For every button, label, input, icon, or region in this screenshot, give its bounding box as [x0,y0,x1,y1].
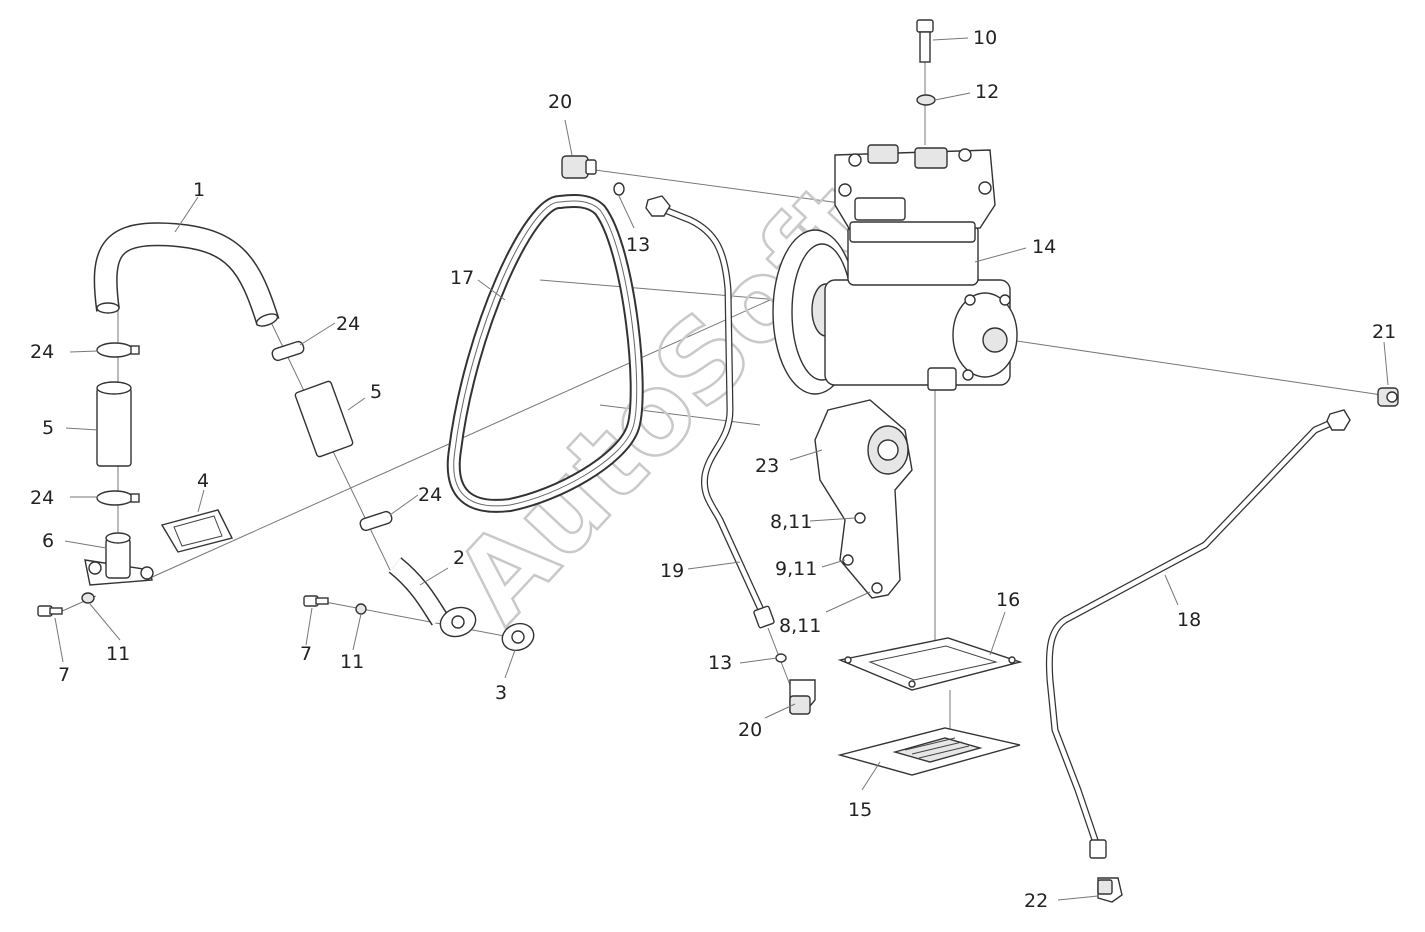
callout-22: 22 [1024,890,1048,912]
callout-5-left: 5 [42,417,54,439]
washer-12 [916,94,936,106]
washer-11-mid [355,603,367,615]
washer-11-left [81,592,95,604]
bolt-7-left [37,605,63,617]
pipe-18 [1045,409,1351,859]
callout-2: 2 [453,547,465,569]
callout-13-top: 13 [626,234,650,256]
gasket-16 [837,637,1023,691]
callout-4: 4 [197,470,209,492]
sleeve-5-mid [294,380,354,458]
callout-12: 12 [975,81,999,103]
callout-7-left: 7 [58,664,70,686]
elbow-22 [1097,877,1123,903]
callout-24-upper-left: 24 [30,341,54,363]
callout-9-11: 9,11 [775,558,817,580]
gasket-3 [501,622,535,652]
bracket-23 [814,399,913,599]
fitting-21 [1377,387,1399,407]
clamp-24-upper-mid [271,340,305,362]
elbow-20-bottom [789,679,816,715]
callout-13-bottom: 13 [708,652,732,674]
callout-11-left: 11 [106,643,130,665]
callout-10: 10 [973,27,997,49]
callout-14: 14 [1032,236,1056,258]
callout-15: 15 [848,799,872,821]
clamp-24-lower-mid [359,510,393,532]
callout-6: 6 [42,530,54,552]
compressor-14 [772,144,1018,395]
v-belt-17 [446,194,644,513]
callout-8-11-upper: 8,11 [770,511,812,533]
hose-1 [93,222,280,327]
callout-24-lower-left: 24 [30,487,54,509]
callout-21: 21 [1372,321,1396,343]
fitting-20-top [561,155,597,179]
callout-16: 16 [996,589,1020,611]
clamp-24-lower-left [96,490,140,506]
callout-5-mid: 5 [370,381,382,403]
callout-18: 18 [1177,609,1201,631]
callout-23: 23 [755,455,779,477]
callout-24-upper-mid: 24 [336,313,360,335]
callout-20-bottom: 20 [738,719,762,741]
callout-7-mid: 7 [300,643,312,665]
callout-24-lower-mid: 24 [418,484,442,506]
clamp-24-upper-left [96,342,140,358]
gasket-4 [160,509,234,553]
callout-20-top: 20 [548,91,572,113]
callout-labels: 1 2 3 4 5 5 6 7 7 8,11 9,11 8,11 10 11 1… [30,27,1396,912]
sleeve-5-left [96,381,132,467]
washer-13-bottom [775,653,787,663]
leader-lines [54,37,1389,901]
washer-13-top [613,182,625,196]
pipe-2 [388,557,477,638]
valve-plate-15 [837,727,1021,776]
flange-6 [84,532,154,586]
bolt-7-mid [303,595,329,607]
callout-19: 19 [660,560,684,582]
callout-1: 1 [193,179,205,201]
bolt-10 [916,19,934,63]
callout-8-11-lower: 8,11 [779,615,821,637]
callout-11-mid: 11 [340,651,364,673]
pipe-19 [645,195,775,629]
callout-3: 3 [495,682,507,704]
callout-17: 17 [450,267,474,289]
